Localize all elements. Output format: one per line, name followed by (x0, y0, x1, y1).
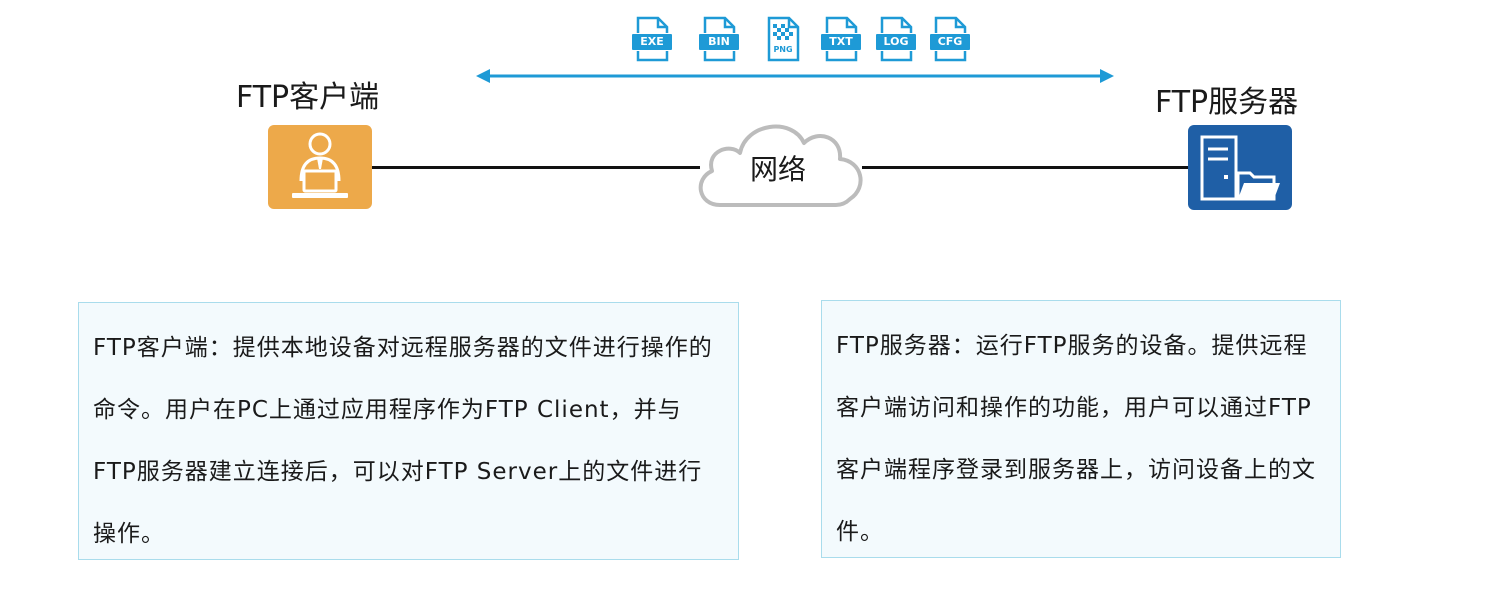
server-description-box: FTP服务器：运行FTP服务的设备。提供远程客户端访问和操作的功能，用户可以通过… (821, 300, 1341, 558)
log-file-icon: LOG (875, 16, 917, 62)
exe-file-icon: EXE (631, 16, 673, 62)
server-link-line (862, 166, 1188, 169)
bin-file-label: BIN (698, 33, 740, 51)
cfg-file-icon: CFG (929, 16, 971, 62)
cfg-file-label: CFG (929, 33, 971, 51)
client-pc-icon (268, 125, 372, 209)
server-description-text: FTP服务器：运行FTP服务的设备。提供远程客户端访问和操作的功能，用户可以通过… (836, 333, 1316, 545)
server-label: FTP服务器 (1155, 85, 1299, 120)
txt-file-label: TXT (820, 33, 862, 51)
network-cloud-icon (698, 124, 863, 207)
client-description-text: FTP客户端：提供本地设备对远程服务器的文件进行操作的命令。用户在PC上通过应用… (93, 335, 713, 547)
client-label: FTP客户端 (236, 80, 380, 115)
network-label: 网络 (750, 153, 807, 186)
exe-file-label: EXE (631, 33, 673, 51)
transfer-arrow (476, 69, 1114, 83)
client-description-box: FTP客户端：提供本地设备对远程服务器的文件进行操作的命令。用户在PC上通过应用… (78, 302, 739, 560)
server-icon (1188, 125, 1292, 210)
png-file-label: PNG (773, 45, 793, 54)
log-file-label: LOG (875, 33, 917, 51)
client-link-line (372, 166, 700, 169)
txt-file-icon: TXT (820, 16, 862, 62)
png-file-icon: PNG (765, 16, 801, 62)
bin-file-icon: BIN (698, 16, 740, 62)
